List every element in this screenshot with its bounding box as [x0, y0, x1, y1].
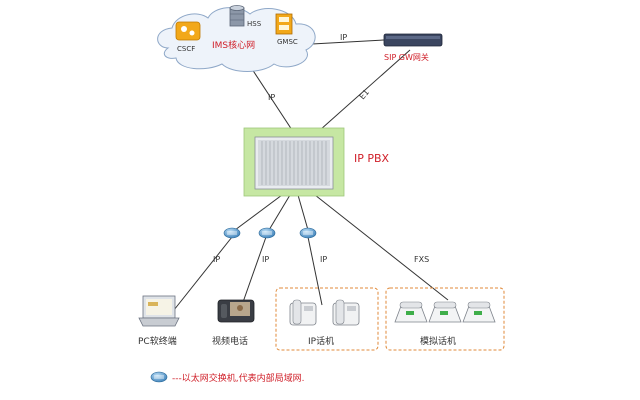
- cscf-label: CSCF: [177, 45, 195, 53]
- pc-label: PC软终端: [138, 335, 177, 347]
- analog-phone-group: 模拟话机: [385, 287, 505, 351]
- video-phone: 视频电话: [212, 299, 255, 347]
- analog-phone-icon: [394, 301, 428, 323]
- link-label-pbx-pc: IP: [213, 255, 220, 264]
- switch-icon: [258, 227, 276, 239]
- hss-icon: [229, 5, 245, 27]
- analog-phone-group-border: [385, 287, 505, 351]
- ip-phone-icon: [332, 299, 360, 326]
- legend-switch-icon: [150, 371, 168, 383]
- line-cloud-pbx: [249, 65, 293, 131]
- link-label-pbx-ipphone: IP: [320, 255, 327, 264]
- ip-phone-label: IP话机: [308, 335, 334, 347]
- cscf-icon: [175, 21, 201, 41]
- ims-core-label: IMS核心网: [212, 39, 255, 51]
- link-label-pbx-analog: FXS: [414, 255, 429, 264]
- sip-gateway-label: SIP GW网关: [384, 52, 429, 62]
- gmsc-label: GMSC: [277, 38, 298, 46]
- sip-gateway: SIP GW网关: [383, 33, 443, 62]
- ims-core-cloud: HSS CSCF GMSC IMS核心网: [157, 5, 316, 72]
- sip-gateway-icon: [383, 33, 443, 47]
- ip-phone-group-border: [275, 287, 379, 351]
- analog-phone-icon: [462, 301, 496, 323]
- pbx-chassis-icon: [254, 136, 334, 190]
- line-sw1-pc: [169, 236, 233, 316]
- legend-text: ---以太网交换机,代表内部局域网.: [172, 372, 304, 384]
- legend: ---以太网交换机,代表内部局域网.: [150, 371, 304, 384]
- line-gw-pbx: [319, 49, 411, 131]
- link-label-gw-pbx: E1: [358, 88, 371, 102]
- gmsc-icon: [275, 13, 293, 35]
- ethernet-switch-1: [223, 227, 241, 239]
- line-sw3-ipphone: [307, 236, 323, 306]
- switch-icon: [299, 227, 317, 239]
- switch-icon: [223, 227, 241, 239]
- ethernet-switch-3: [299, 227, 317, 239]
- ip-phone-group: IP话机: [275, 287, 379, 351]
- line-pbx-sw3: [297, 194, 309, 231]
- laptop-icon: [138, 295, 180, 327]
- link-label-cloud-gw: IP: [340, 33, 347, 42]
- line-sw2-video: [241, 236, 267, 306]
- line-pbx-analog: [314, 194, 449, 301]
- analog-phone-label: 模拟话机: [420, 335, 456, 347]
- line-pbx-sw2: [268, 194, 291, 231]
- video-phone-label: 视频电话: [212, 335, 248, 347]
- hss-label: HSS: [247, 20, 262, 28]
- pbx-label: IP PBX: [354, 152, 390, 165]
- pc-terminal: PC软终端: [138, 295, 180, 347]
- line-pbx-sw1: [234, 194, 283, 231]
- line-cloud-gw: [311, 39, 385, 45]
- link-label-pbx-video: IP: [262, 255, 269, 264]
- ethernet-switch-2: [258, 227, 276, 239]
- ip-pbx: IP PBX: [243, 127, 390, 197]
- video-phone-icon: [217, 299, 255, 323]
- connection-lines: [169, 39, 449, 316]
- ip-phone-icon: [289, 299, 317, 326]
- analog-phone-icon: [428, 301, 462, 323]
- link-label-cloud-pbx: IP: [268, 93, 275, 102]
